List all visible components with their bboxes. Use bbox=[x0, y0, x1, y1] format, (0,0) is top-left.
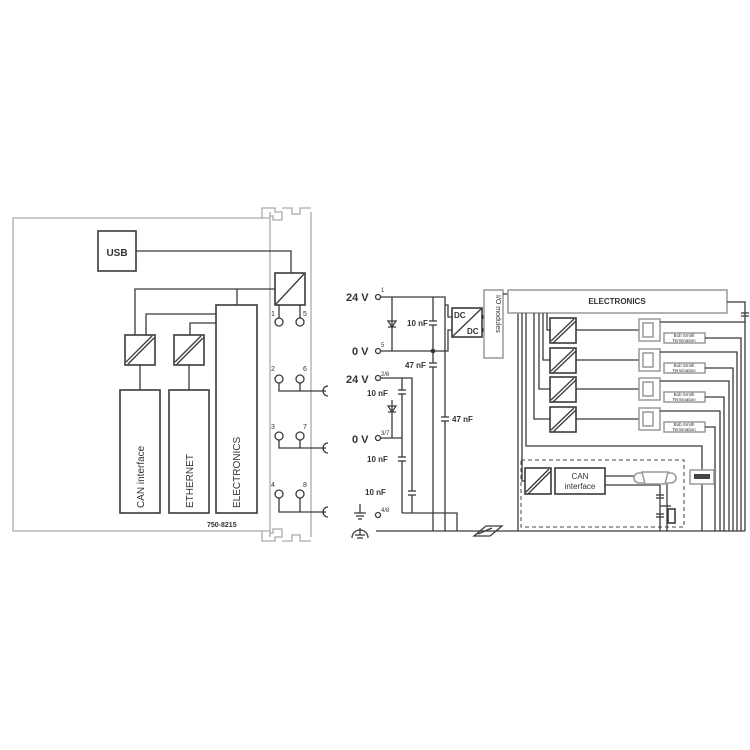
din-rail-icon bbox=[472, 525, 504, 537]
terminal-label: 2 bbox=[271, 366, 275, 373]
capacitor-label: 10 nF bbox=[367, 455, 388, 464]
capacitor-label: 10 nF bbox=[367, 389, 388, 398]
can-interface-block: CAN interface bbox=[119, 389, 161, 514]
ethernet-isolator-icon bbox=[173, 334, 205, 366]
termination-label: Bob Smith bbox=[674, 392, 695, 397]
usb-block: USB bbox=[97, 230, 137, 272]
voltage-label: 0 V bbox=[352, 434, 369, 446]
module-housing bbox=[12, 207, 312, 542]
io-modules-label: I/O modules bbox=[494, 295, 501, 333]
db9-connector-icon bbox=[633, 471, 677, 485]
termination-label: Termination bbox=[672, 368, 696, 373]
power-converter-icon bbox=[274, 272, 306, 306]
channel-3: Bob Smith Termination bbox=[538, 313, 730, 531]
voltage-label: 0 V bbox=[352, 346, 369, 358]
termination-label: Termination bbox=[672, 338, 696, 343]
capacitor-label: 10 nF bbox=[365, 488, 386, 497]
capacitor-label: 47 nF bbox=[452, 415, 473, 424]
protective-earth-icon bbox=[351, 528, 369, 539]
termination-label: Bob Smith bbox=[674, 363, 695, 368]
channel-2: Bob Smith Termination bbox=[542, 313, 738, 531]
voltage-label: 24 V bbox=[346, 292, 369, 304]
terminal-label: 6 bbox=[303, 366, 307, 373]
terminal-label: 7 bbox=[303, 424, 307, 431]
channel-1: Bob Smith Termination bbox=[546, 313, 745, 531]
io-modules-block: I/O modules bbox=[483, 289, 504, 359]
terminal-label: 5 bbox=[303, 311, 307, 318]
electronics-label: ELECTRONICS bbox=[232, 437, 243, 508]
usb-connector-icon bbox=[689, 469, 715, 485]
pin-label: 2/6 bbox=[381, 372, 390, 378]
electronics-label: ELECTRONICS bbox=[588, 297, 646, 306]
capacitor-label: 47 nF bbox=[405, 361, 426, 370]
pin-label: 5 bbox=[381, 343, 385, 349]
can-section: CAN interface bbox=[520, 313, 685, 531]
electronics-bus: ELECTRONICS bbox=[507, 289, 728, 314]
pin-label: 4/8 bbox=[381, 508, 390, 514]
ethernet-label: ETHERNET bbox=[185, 454, 196, 508]
termination-label: Bob Smith bbox=[674, 422, 695, 427]
can-label: CAN bbox=[572, 472, 589, 481]
termination-label: Bob Smith bbox=[674, 333, 695, 338]
electronics-block: ELECTRONICS bbox=[215, 304, 258, 514]
usb-label: USB bbox=[106, 248, 127, 259]
termination-label: Termination bbox=[672, 427, 696, 432]
dc-label: DC bbox=[454, 311, 466, 320]
dc-dc-converter: DC DC bbox=[451, 307, 487, 338]
supply-schematic: 24 V 0 V 24 V 0 V 1 5 2/6 3/7 4/8 10 nF … bbox=[346, 288, 745, 539]
can-label: CAN interface bbox=[136, 445, 147, 508]
terminal-label: 3 bbox=[271, 424, 275, 431]
can-label: interface bbox=[565, 482, 596, 491]
terminal-block: 1 5 2 6 3 7 4 8 bbox=[271, 305, 329, 518]
dc-label: DC bbox=[467, 327, 479, 336]
capacitor-label: 10 nF bbox=[407, 319, 428, 328]
voltage-label: 24 V bbox=[346, 374, 369, 386]
pin-label: 3/7 bbox=[381, 431, 390, 437]
terminal-label: 8 bbox=[303, 482, 307, 489]
channel-4: Bob Smith Termination bbox=[533, 313, 721, 531]
terminal-label: 1 bbox=[271, 311, 275, 318]
part-number: 750-8215 bbox=[207, 522, 237, 529]
ethernet-block: ETHERNET bbox=[168, 389, 210, 514]
ground-icon bbox=[354, 504, 366, 520]
pin-label: 1 bbox=[381, 288, 385, 294]
terminal-label: 4 bbox=[271, 482, 275, 489]
termination-label: Termination bbox=[672, 397, 696, 402]
can-isolator-icon bbox=[124, 334, 156, 366]
